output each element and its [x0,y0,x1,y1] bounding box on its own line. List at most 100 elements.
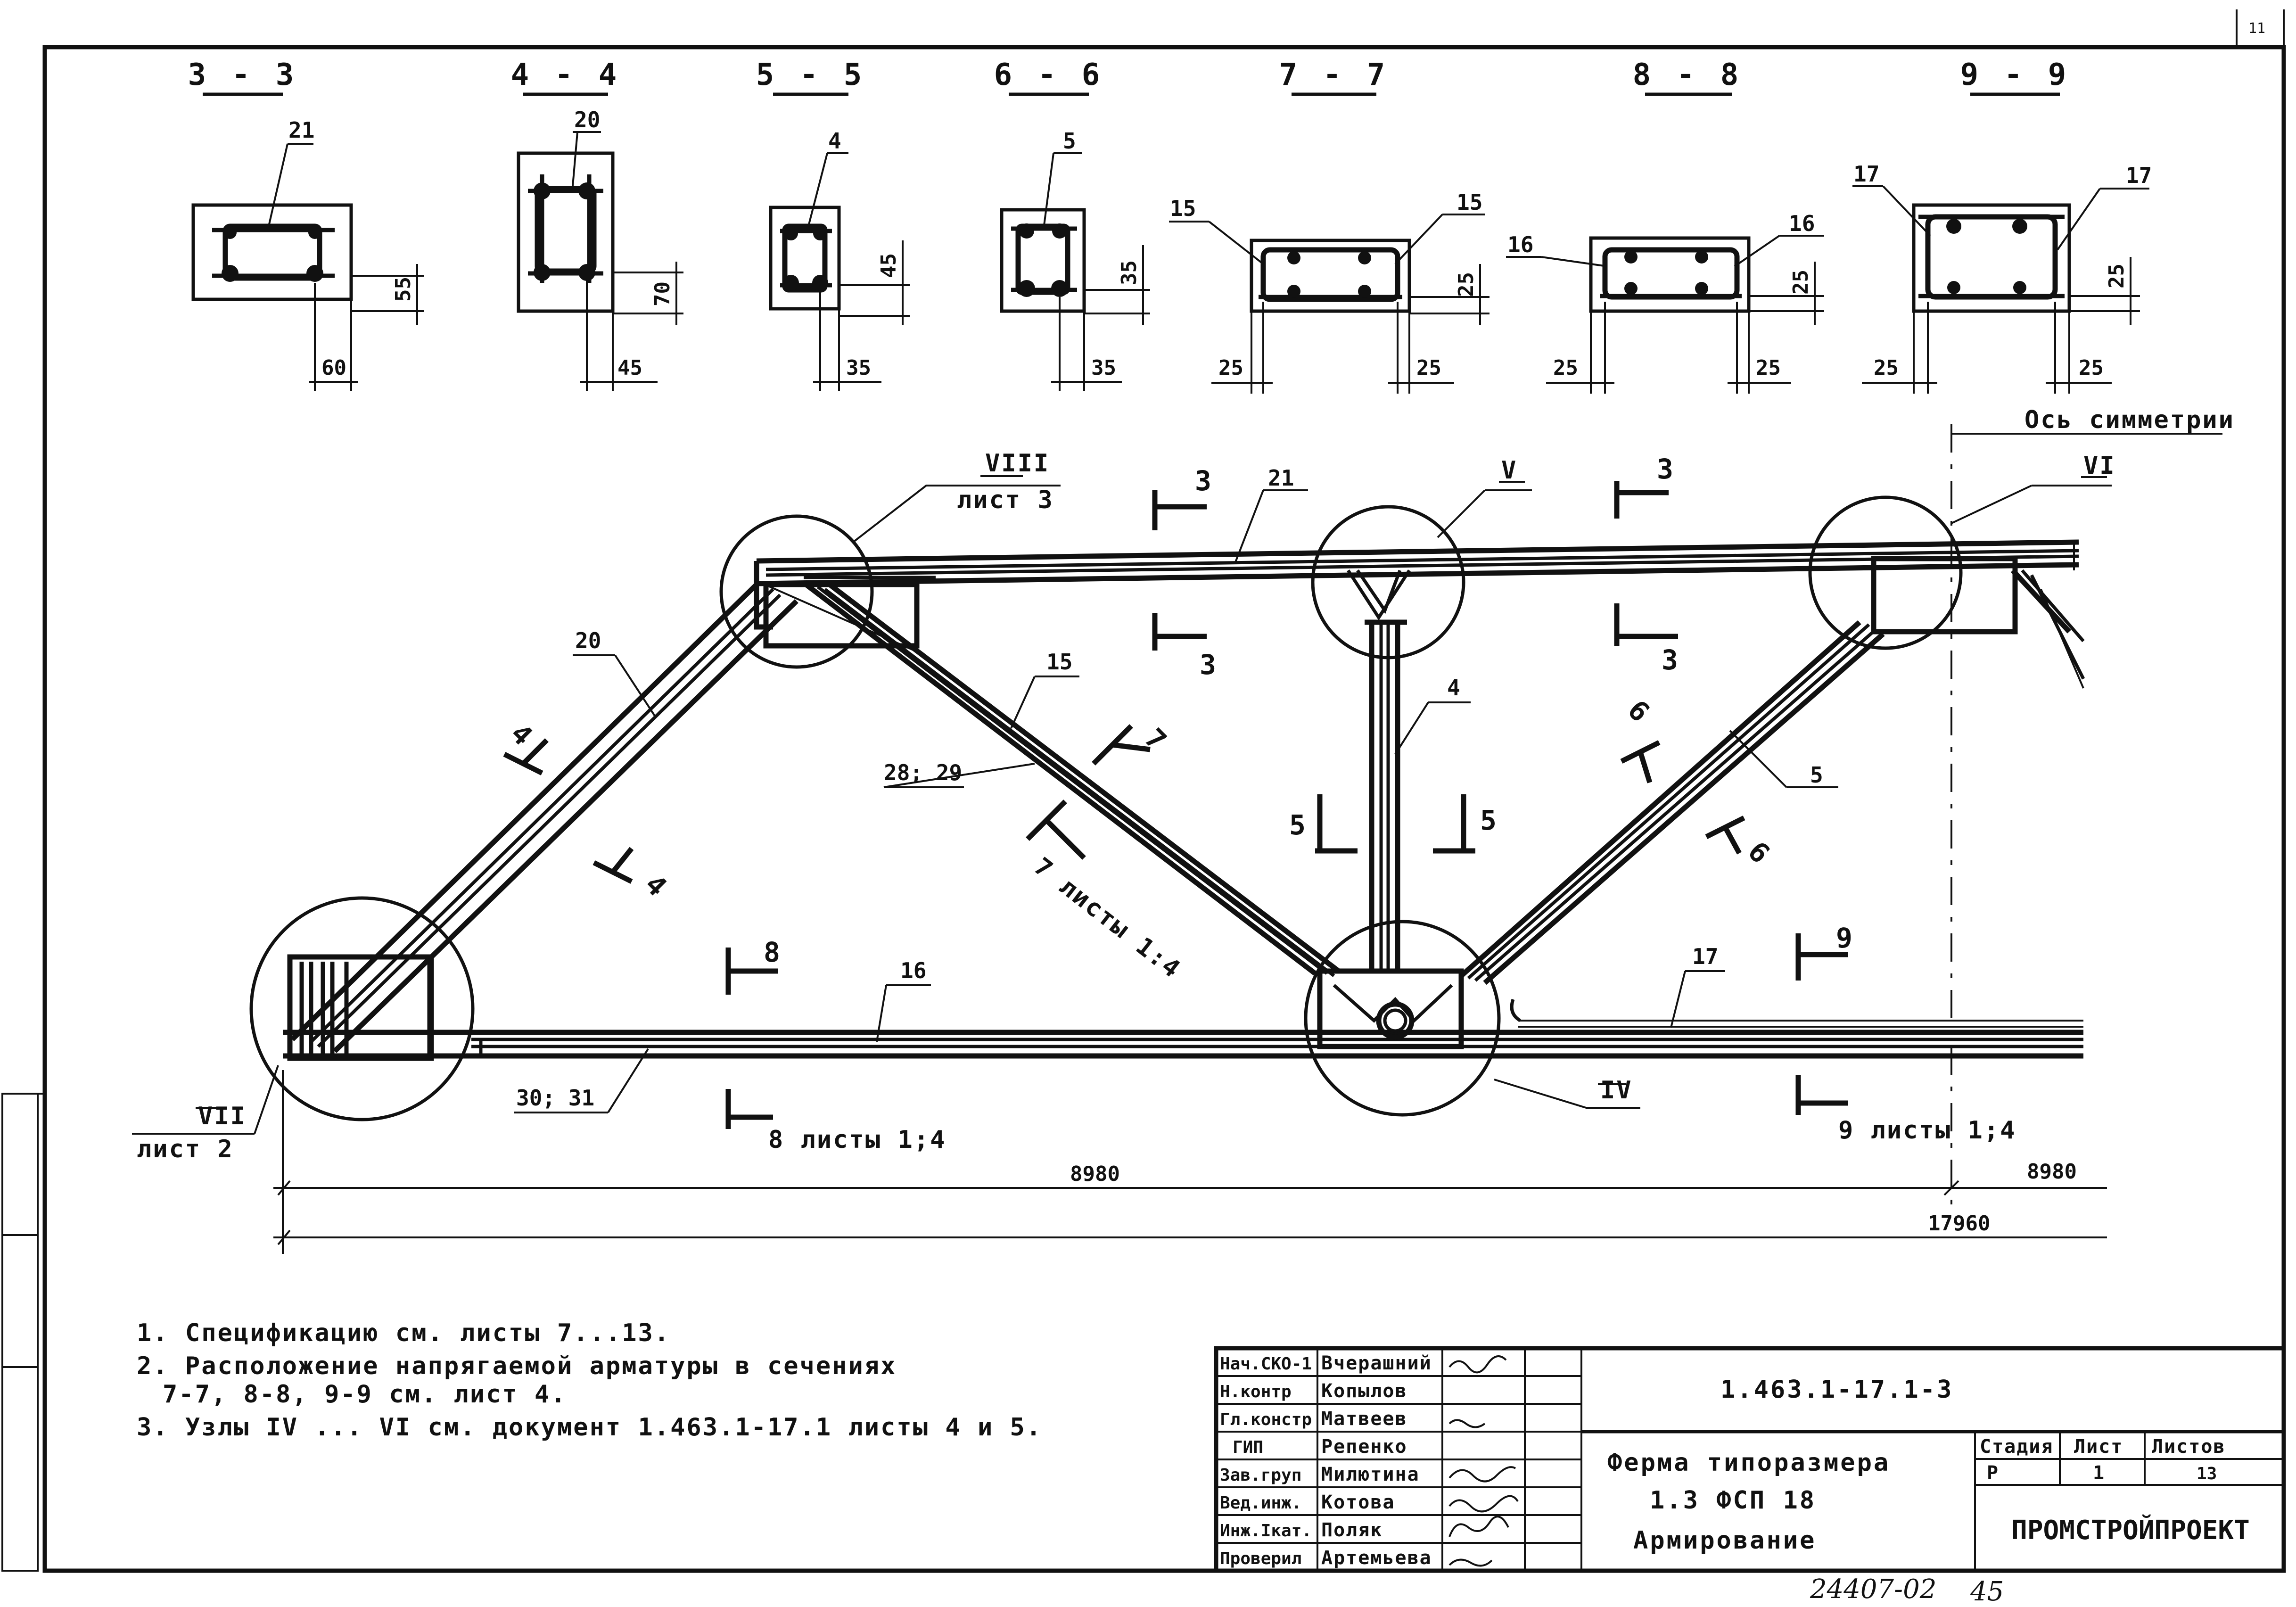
node-label-VII: VII [198,1102,247,1130]
signatures [1448,1355,1519,1567]
cut-6: 6 [1742,835,1776,870]
dim-horizontal: 25 [2079,356,2104,380]
diagonal-15 [804,582,1341,977]
cut-7-note: 7 листы 1:4 [1029,852,1186,984]
cut-4: 4 [504,717,539,752]
diagonal-5 [1459,620,1885,985]
position-label: 4 [828,128,841,154]
sheet-header: Лист [2074,1436,2123,1458]
dim-half-left: 8980 [1070,1162,1120,1186]
role-cell: Вед.инж. [1220,1493,1301,1513]
cut-9-note: 9 листы 1;4 [1838,1116,2016,1145]
node-labels: VIII лист 3 V VI IV VII лист 2 [132,449,2116,1163]
dim-vertical: 70 [650,281,675,306]
name-cell: Артемьева [1321,1547,1432,1569]
name-cell: Котова [1321,1492,1395,1513]
cut-3: 3 [1662,644,1678,676]
dim-vertical: 45 [877,253,901,278]
bottom-chord [283,998,2083,1059]
position-15: 15 [1046,649,1072,675]
overall-dimensions: 8980 8980 17960 [273,1070,2107,1254]
node-circle-VI [1808,495,1963,650]
sheet-value: 1 [2093,1462,2105,1484]
node-sheet-VIII: лист 3 [957,486,1054,514]
cut-4: 4 [639,868,673,903]
node-reinforcement [287,556,2085,1061]
section-6-6: 6 - 6 5 35 35 [994,58,1150,391]
dim-horizontal: 25 [1756,356,1781,380]
role-cell: Проверил [1220,1549,1301,1568]
cut-5: 5 [1480,804,1497,836]
position-leaders: 21 20 15 4 5 16 17 28; 29 30; 31 [514,465,1838,1113]
dim-horizontal: 25 [1553,356,1578,380]
position-5: 5 [1810,762,1823,788]
position-21: 21 [1268,465,1294,491]
name-cell: Копылов [1321,1380,1407,1402]
archive-number: 24407-02 [1810,1574,1936,1605]
symmetry-axis: Ось симметрии [1950,406,2235,1207]
name-cell: Репенко [1321,1436,1407,1458]
note-3: 3. Узлы IV ... VI см. документ 1.463.1-1… [137,1413,1042,1442]
truss-elevation: Ось симметрии VIII лист 3 V VI IV VII [132,406,2235,1254]
section-3-3: 3 - 3 21 55 60 [188,58,424,391]
section-title: 5 - 5 [756,58,866,92]
node-label-IV: IV [1600,1076,1633,1104]
section-8-8: 8 - 8 16 16 25 25 25 [1506,58,1824,394]
position-label: 17 [1853,161,1879,187]
sheets-value: 13 [2197,1464,2217,1483]
section-title: 4 - 4 [511,58,621,92]
dim-horizontal: 35 [846,356,871,380]
stage-header: Стадия [1980,1436,2054,1458]
position-label: 21 [288,117,314,143]
signature-table: Нач.СКО-1 Вчерашний Н.контр Копылов Гл.к… [1220,1352,1519,1569]
section-9-9: 9 - 9 17 17 25 25 25 [1852,58,2152,394]
section-5-5: 5 - 5 4 45 35 [756,58,910,391]
top-chord [756,539,2079,586]
node-circle-VII [249,896,475,1121]
cut-8-note: 8 листы 1;4 [768,1126,946,1154]
cut-3: 3 [1195,465,1211,497]
node-label-VIII: VIII [985,449,1050,478]
role-cell: Н.контр [1220,1382,1292,1401]
role-cell: ГИП [1233,1438,1263,1457]
dim-horizontal: 45 [617,356,642,380]
dim-horizontal: 35 [1091,356,1116,380]
note-1: 1. Спецификацию см. листы 7...13. [137,1319,670,1347]
title-line-1: Ферма типоразмера [1607,1449,1890,1477]
dim-total: 17960 [1928,1211,1990,1236]
name-cell: Поляк [1321,1519,1383,1541]
sheet-corner-mark: 11 [2248,20,2265,37]
dim-half-right: 8980 [2027,1160,2077,1184]
dim-vertical: 35 [1117,260,1141,285]
position-label: 17 [2126,163,2152,188]
position-label: 5 [1063,128,1076,154]
title-block: Нач.СКО-1 Вчерашний Н.контр Копылов Гл.к… [1214,1346,2286,1573]
cut-3: 3 [1657,453,1673,485]
archive-stamp: 24407-02 45 [1810,1574,2004,1607]
role-cell: Инж.Iкат. [1220,1521,1312,1541]
general-notes: 1. Спецификацию см. листы 7...13. 2. Рас… [137,1319,1042,1442]
dim-horizontal: 60 [321,356,346,380]
title-line-2: 1.3 ФСП 18 [1650,1486,1816,1515]
name-cell: Вчерашний [1321,1352,1432,1374]
node-label-VI: VI [2083,452,2116,480]
symmetry-axis-label: Ось симметрии [2024,406,2235,434]
position-30-31: 30; 31 [516,1085,594,1111]
section-title: 8 - 8 [1633,58,1743,92]
node-sheet-VII: лист 2 [137,1135,234,1163]
role-cell: Нач.СКО-1 [1220,1354,1312,1374]
note-2-cont: 7-7, 8-8, 9-9 см. лист 4. [163,1380,567,1409]
node-circle-VIII [719,514,874,669]
dim-horizontal: 25 [1218,356,1243,380]
node-label-V: V [1501,456,1517,485]
position-label: 16 [1507,232,1533,257]
dim-vertical: 25 [2105,264,2129,288]
position-16: 16 [900,958,926,983]
sheets-header: Листов [2152,1436,2226,1458]
document-code: 1.463.1-17.1-3 [1720,1376,1953,1404]
section-4-4: 4 - 4 20 70 45 [511,58,683,391]
stage-value: Р [1987,1462,1999,1484]
position-label: 20 [574,107,600,132]
position-label: 15 [1457,190,1482,215]
dim-horizontal: 25 [1874,356,1899,380]
